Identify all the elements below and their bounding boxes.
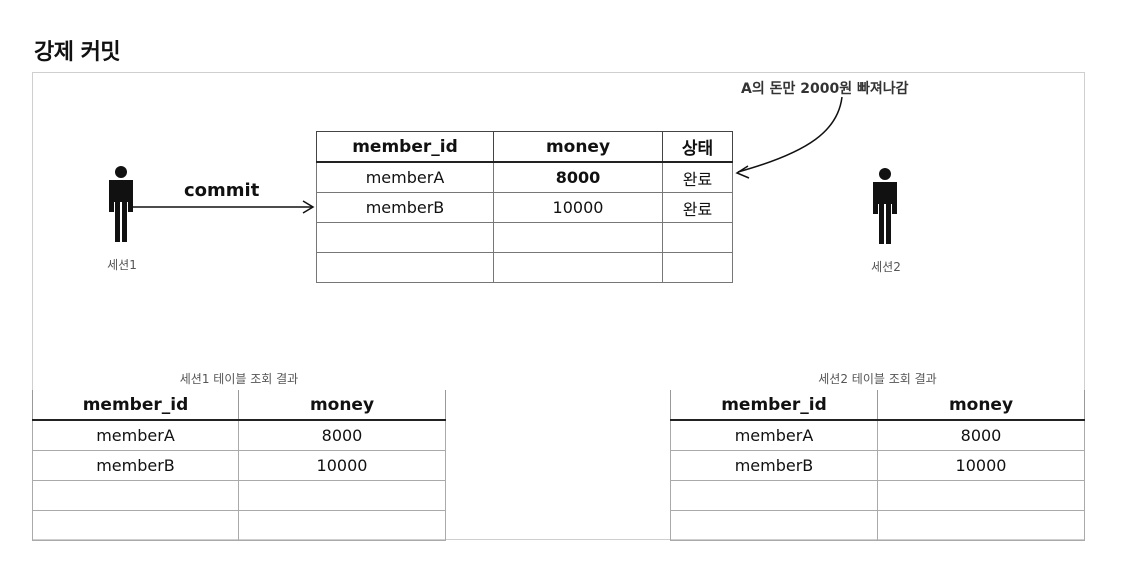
commit-label: commit: [184, 180, 260, 201]
result1-caption: 세션1 테이블 조회 결과: [179, 372, 299, 386]
cell-money: [238, 510, 446, 541]
cell-status: 완료: [662, 161, 733, 193]
cell-money: [877, 480, 1085, 511]
person-icon-session2: [873, 168, 897, 244]
cell-member-id: memberA: [670, 419, 878, 451]
person-icon-session1: [109, 166, 133, 242]
result2-caption: 세션2 테이블 조회 결과: [818, 372, 937, 386]
header-money: money: [877, 390, 1085, 421]
cell-member-id: memberB: [316, 192, 494, 223]
note-arrow: [735, 96, 843, 179]
commit-arrow: [133, 200, 315, 214]
cell-member-id: memberA: [32, 419, 239, 451]
table-row: [316, 222, 733, 253]
header-money: money: [238, 390, 446, 421]
header-status: 상태: [662, 131, 733, 163]
cell-member-id: [32, 510, 239, 541]
table-row: [32, 510, 446, 541]
result1-table: member_id money memberA 8000 memberB 100…: [32, 390, 446, 541]
cell-money: 10000: [238, 450, 446, 481]
cell-money: [493, 222, 663, 253]
cell-member-id: [670, 480, 878, 511]
cell-money: 8000: [238, 419, 446, 451]
cell-status: [662, 252, 733, 283]
cell-money: [877, 510, 1085, 541]
cell-member-id: [670, 510, 878, 541]
cell-member-id: memberB: [670, 450, 878, 481]
cell-member-id: [316, 222, 494, 253]
cell-money: [238, 480, 446, 511]
cell-member-id: memberB: [32, 450, 239, 481]
header-member-id: member_id: [670, 390, 878, 421]
cell-money: 8000: [493, 161, 663, 193]
diagram-frame: [32, 72, 1085, 540]
page-title: 강제 커밋: [34, 40, 121, 65]
cell-money: [493, 252, 663, 283]
cell-money: 8000: [877, 419, 1085, 451]
table-header-row: member_id money: [670, 390, 1085, 421]
table-row: [670, 510, 1085, 541]
cell-member-id: [316, 252, 494, 283]
cell-member-id: [32, 480, 239, 511]
header-member-id: member_id: [32, 390, 239, 421]
cell-status: [662, 222, 733, 253]
header-money: money: [493, 131, 663, 163]
annotation-note: A의 돈만 2000원 빠져나감: [741, 81, 909, 97]
session1-label: 세션1: [107, 258, 137, 272]
session2-label: 세션2: [871, 260, 901, 274]
table-header-row: member_id money: [32, 390, 446, 421]
header-member-id: member_id: [316, 131, 494, 163]
table-row: memberB 10000: [32, 450, 446, 481]
table-row: [316, 252, 733, 283]
table-row: memberA 8000: [32, 419, 446, 451]
table-row: [32, 480, 446, 511]
table-row: memberB 10000 완료: [316, 192, 733, 223]
cell-member-id: memberA: [316, 161, 494, 193]
result2-table: member_id money memberA 8000 memberB 100…: [670, 390, 1085, 541]
table-row: [670, 480, 1085, 511]
table-row: memberA 8000: [670, 419, 1085, 451]
cell-status: 완료: [662, 192, 733, 223]
cell-money: 10000: [877, 450, 1085, 481]
table-header-row: member_id money 상태: [316, 131, 733, 163]
table-row: memberB 10000: [670, 450, 1085, 481]
cell-money: 10000: [493, 192, 663, 223]
table-row: memberA 8000 완료: [316, 161, 733, 193]
main-table: member_id money 상태 memberA 8000 완료 membe…: [316, 131, 733, 283]
